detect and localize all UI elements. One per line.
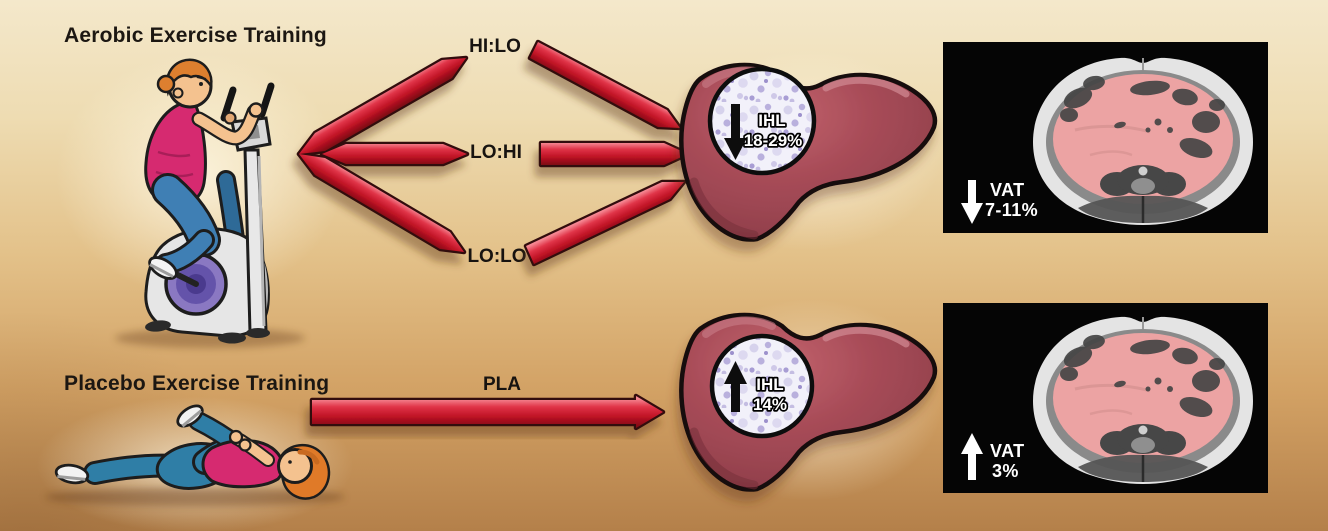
placebo-arrow (309, 393, 666, 431)
aerobic-title: Aerobic Exercise Training (64, 24, 327, 47)
down-arrow-icon (961, 180, 983, 224)
condition-label-pla: PLA (483, 374, 521, 395)
placebo-liver-illustration: IHL 14% (681, 315, 935, 490)
down-arrow-icon (724, 104, 747, 160)
condition-label-lo-hi: LO:HI (470, 142, 522, 163)
aerobic-branch-arrows (296, 55, 470, 255)
up-arrow-icon (724, 361, 747, 412)
placebo-person (54, 404, 331, 500)
up-arrow-icon (961, 433, 983, 480)
liver-inset-value: 18-29% (744, 131, 803, 150)
mri-overlay-label: VAT (990, 180, 1025, 200)
mri-overlay-label: VAT (990, 441, 1025, 461)
condition-label-lo-lo: LO:LO (467, 246, 526, 267)
aerobic-person (144, 58, 275, 280)
exercise-bike-figure (115, 58, 305, 348)
mri-overlay-value: 3% (992, 461, 1019, 481)
liver-inset-label: IHL (756, 375, 783, 394)
aerobic-mri-panel: VAT 7-11% (943, 42, 1268, 233)
aerobic-liver-illustration: IHL 18-29% (681, 65, 935, 240)
aerobic-converging-arrows (523, 39, 691, 267)
liver-inset-label: IHL (758, 111, 785, 130)
placebo-mri-panel: VAT 3% (943, 303, 1268, 493)
mri-overlay-value: 7-11% (985, 200, 1038, 220)
condition-label-hi-lo: HI:LO (469, 36, 521, 57)
liver-inset-value: 14% (753, 395, 787, 414)
lying-person-figure (45, 404, 345, 506)
placebo-title: Placebo Exercise Training (64, 372, 329, 395)
